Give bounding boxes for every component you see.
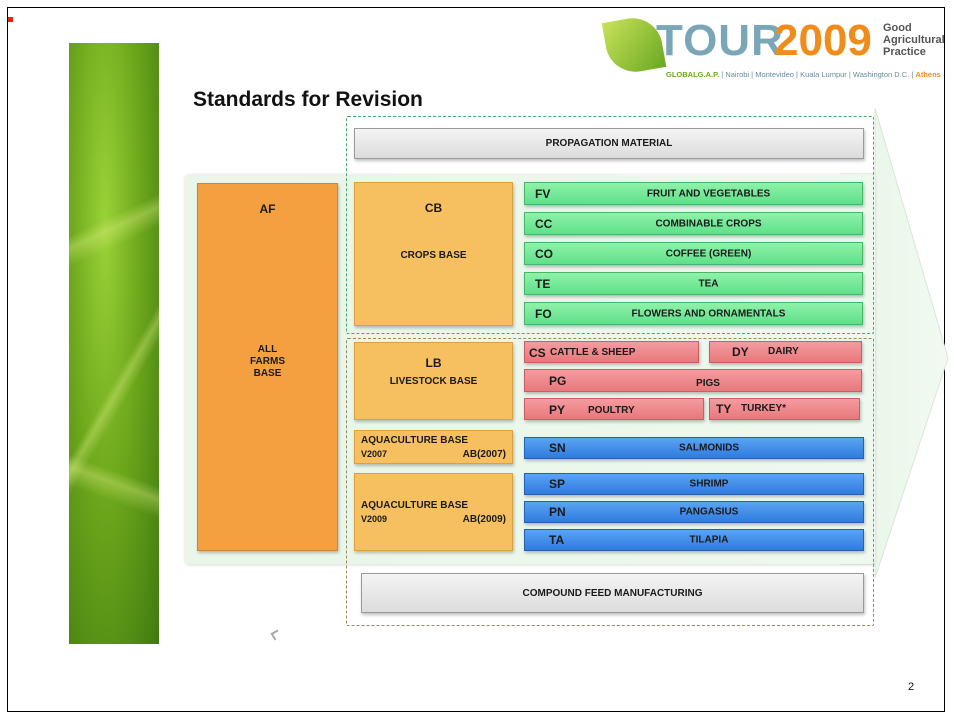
aqua-code: SN bbox=[549, 441, 566, 455]
aquaculture-base-2007-box: AQUACULTURE BASE V2007 AB(2007) bbox=[354, 430, 513, 464]
logo-cities: | Nairobi | Montevideo | Kuala Lumpur | … bbox=[719, 70, 916, 79]
crop-code: FO bbox=[535, 306, 552, 321]
crop-code: FV bbox=[535, 186, 551, 201]
crop-label: FRUIT AND VEGETABLES bbox=[646, 188, 771, 199]
crop-label: COFFEE (GREEN) bbox=[665, 248, 752, 259]
ab2009-version: V2009 bbox=[361, 514, 388, 524]
aqua-ta: TA TILAPIA bbox=[524, 529, 864, 551]
livestock-pg: PG PIGS bbox=[524, 369, 862, 392]
livestock-base-box: LB LIVESTOCK BASE bbox=[354, 342, 513, 420]
aqua-code: TA bbox=[549, 533, 565, 547]
livestock-label: CATTLE & SHEEP bbox=[550, 347, 636, 358]
livestock-code: TY bbox=[716, 402, 732, 416]
crop-fv: FV FRUIT AND VEGETABLES bbox=[524, 182, 863, 205]
aqua-code: SP bbox=[549, 477, 566, 491]
compound-feed-box: COMPOUND FEED MANUFACTURING bbox=[361, 573, 864, 613]
aqua-label: PANGASIUS bbox=[679, 506, 739, 518]
crops-dashed-group bbox=[346, 116, 874, 334]
slide-title: Standards for Revision bbox=[193, 88, 423, 111]
af-label: ALL FARMS BASE bbox=[250, 344, 285, 379]
logo-brand: GLOBALG.A.P. bbox=[666, 70, 720, 79]
aqua-code: PN bbox=[549, 505, 566, 519]
aquaculture-base-2009-box: AQUACULTURE BASE V2009 AB(2009) bbox=[354, 473, 513, 551]
ab2007-version: V2007 bbox=[361, 449, 388, 459]
crop-code: CC bbox=[535, 216, 553, 231]
aqua-label: SHRIMP bbox=[689, 478, 729, 490]
logo-tour-text: TOUR bbox=[656, 16, 784, 65]
crop-co: CO COFFEE (GREEN) bbox=[524, 242, 863, 265]
aqua-label: TILAPIA bbox=[689, 534, 729, 546]
compound-label: COMPOUND FEED MANUFACTURING bbox=[522, 587, 703, 599]
crop-label: TEA bbox=[698, 278, 719, 289]
livestock-code: CS bbox=[529, 346, 546, 360]
leaf-image bbox=[69, 43, 159, 644]
logo-tagline: Good Agricultural Practice bbox=[883, 22, 945, 58]
page-number: 2 bbox=[908, 681, 915, 693]
cb-label: CROPS BASE bbox=[400, 250, 467, 261]
propagation-material-box: PROPAGATION MATERIAL bbox=[354, 128, 864, 159]
livestock-cs: CS CATTLE & SHEEP bbox=[524, 341, 699, 363]
all-farms-base-box: AF ALL FARMS BASE bbox=[197, 183, 338, 551]
ab2007-code: AB(2007) bbox=[462, 449, 506, 460]
livestock-py: PY POULTRY bbox=[524, 398, 704, 420]
aqua-sp: SP SHRIMP bbox=[524, 473, 864, 495]
ab2009-code: AB(2009) bbox=[462, 514, 506, 525]
crop-te: TE TEA bbox=[524, 272, 863, 295]
slide-corner-marker bbox=[8, 17, 13, 22]
livestock-dy: DY DAIRY bbox=[709, 341, 862, 363]
crop-label: FLOWERS AND ORNAMENTALS bbox=[631, 308, 786, 319]
lb-code: LB bbox=[425, 356, 442, 370]
livestock-code: PG bbox=[549, 373, 567, 388]
logo-subline: GLOBALG.A.P. | Nairobi | Montevideo | Ku… bbox=[666, 70, 941, 79]
aqua-label: SALMONIDS bbox=[679, 442, 739, 454]
livestock-code: PY bbox=[549, 403, 566, 417]
crop-code: TE bbox=[535, 276, 551, 291]
aqua-pn: PN PANGASIUS bbox=[524, 501, 864, 523]
lb-label: LIVESTOCK BASE bbox=[389, 376, 478, 387]
livestock-label: TURKEY* bbox=[741, 403, 787, 414]
livestock-code: DY bbox=[732, 345, 749, 359]
crop-fo: FO FLOWERS AND ORNAMENTALS bbox=[524, 302, 863, 325]
logo-athens: Athens bbox=[915, 70, 941, 79]
af-code: AF bbox=[259, 202, 276, 216]
aqua-sn: SN SALMONIDS bbox=[524, 437, 864, 459]
livestock-label: DAIRY bbox=[768, 346, 799, 357]
propagation-label: PROPAGATION MATERIAL bbox=[545, 138, 673, 149]
livestock-label: POULTRY bbox=[588, 405, 635, 416]
crops-base-box: CB CROPS BASE bbox=[354, 182, 513, 326]
logo-year-text: 2009 bbox=[774, 16, 872, 65]
cb-code: CB bbox=[424, 201, 443, 215]
crop-label: COMBINABLE CROPS bbox=[655, 218, 762, 229]
livestock-aqua-dashed-group bbox=[346, 338, 874, 626]
ab2009-label: AQUACULTURE BASE bbox=[361, 500, 469, 511]
crop-cc: CC COMBINABLE CROPS bbox=[524, 212, 863, 235]
ab2007-label: AQUACULTURE BASE bbox=[361, 435, 469, 446]
livestock-ty: TY TURKEY* bbox=[709, 398, 860, 420]
crop-code: CO bbox=[535, 246, 553, 261]
livestock-label: PIGS bbox=[696, 378, 720, 389]
tour-2009-logo: TOUR 2009 Good Agricultural Practice GLO… bbox=[601, 13, 946, 90]
